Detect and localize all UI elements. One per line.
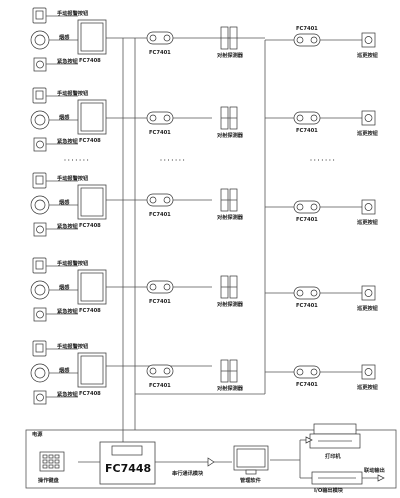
arrow-right-icon [377, 474, 385, 482]
left-group-2: 手动报警按钮 烟感 紧急按钮 FC7408 [30, 87, 107, 152]
fc7408-label: FC7408 [79, 138, 101, 144]
beam-detector-label: 对射探测器 [217, 131, 244, 139]
printer-device: 打印机 [305, 423, 361, 460]
smoke-label: 烟感 [59, 283, 70, 291]
fc7448-controller: FC7448 [99, 441, 156, 485]
keyboard-device: 操作键盘 [38, 451, 65, 484]
smoke-label: 烟感 [59, 198, 70, 206]
beam-detector-label: 对射探测器 [217, 384, 244, 392]
arrow-right-icon [305, 436, 313, 444]
left-group-4: 手动报警按钮 烟感 紧急按钮 FC7408 [30, 257, 107, 322]
serial-module-label: 串行通讯模块 [172, 469, 204, 477]
right-row-2: FC7401 巡更按钮 [293, 110, 379, 137]
left-group-1: 手动报警按钮 烟感 紧急按钮 FC7408 [30, 7, 107, 72]
right-row-5: FC7401 巡更按钮 [293, 364, 379, 391]
fc7401-label: FC7401 [149, 383, 171, 389]
fc7401-label: FC7401 [296, 217, 318, 223]
io-module-label: I/O输出模块 [314, 486, 344, 494]
fc7401-label: FC7401 [149, 212, 171, 218]
io-module: I/O输出模块 联动输出 [311, 466, 385, 494]
fc7408-label: FC7408 [79, 223, 101, 229]
fc7401-label: FC7401 [149, 299, 171, 305]
smoke-label: 烟感 [59, 33, 70, 41]
patrol-button-label: 巡更按钮 [357, 218, 379, 226]
patrol-button-label: 巡更按钮 [357, 304, 379, 312]
fc7401-label: FC7401 [149, 50, 171, 56]
fc7401-label: FC7401 [296, 303, 318, 309]
emergency-button-label: 紧急按钮 [57, 57, 79, 65]
fc7448-label: FC7448 [105, 462, 151, 475]
mgmt-software-label: 管理软件 [240, 476, 262, 484]
printer-label: 打印机 [325, 452, 341, 460]
mid-row-2: FC7401 对射探测器 [146, 106, 244, 139]
right-row-1: FC7401 巡更按钮 [293, 26, 379, 59]
keyboard-label: 操作键盘 [38, 476, 60, 484]
arrow-right-icon [207, 457, 215, 467]
patrol-button-label: 巡更按钮 [357, 51, 379, 59]
manual-button-label: 手动报警按钮 [57, 342, 89, 350]
mid-row-5: FC7401 对射探测器 [146, 359, 244, 392]
right-row-4: FC7401 巡更按钮 [293, 285, 379, 312]
beam-detector-label: 对射探测器 [217, 51, 244, 59]
fc7401-label: FC7401 [296, 128, 318, 134]
ellipsis-left: · · · · · · · [64, 158, 89, 164]
left-group-3: 手动报警按钮 烟感 紧急按钮 FC7408 [30, 172, 107, 237]
fc7408-label: FC7408 [79, 391, 101, 397]
beam-detector-label: 对射探测器 [217, 300, 244, 308]
emergency-button-label: 紧急按钮 [57, 222, 79, 230]
linkage-output-label: 联动输出 [364, 466, 385, 474]
smoke-label: 烟感 [59, 113, 70, 121]
ellipsis-right: · · · · · · · [310, 158, 335, 164]
power-label: 电源 [32, 430, 43, 438]
mid-row-1: FC7401 对射探测器 [146, 26, 244, 59]
left-group-5: 手动报警按钮 烟感 紧急按钮 FC7408 [30, 340, 107, 405]
fc7448-display [111, 445, 143, 456]
fc7408-label: FC7408 [79, 58, 101, 64]
fc7408-label: FC7408 [79, 308, 101, 314]
mid-row-3: FC7401 对射探测器 [146, 188, 244, 221]
manual-button-label: 手动报警按钮 [57, 9, 89, 17]
mid-row-4: FC7401 对射探测器 [146, 275, 244, 308]
printer-icon [313, 423, 357, 435]
manual-button-label: 手动报警按钮 [57, 174, 89, 182]
beam-detector-label: 对射探测器 [217, 213, 244, 221]
emergency-button-label: 紧急按钮 [57, 307, 79, 315]
fc7401-label: FC7401 [149, 130, 171, 136]
patrol-button-label: 巡更按钮 [357, 383, 379, 391]
fc7401-label: FC7401 [296, 26, 318, 32]
patrol-button-label: 巡更按钮 [357, 129, 379, 137]
fc7401-label: FC7401 [296, 382, 318, 388]
manual-button-label: 手动报警按钮 [57, 259, 89, 267]
emergency-button-label: 紧急按钮 [57, 137, 79, 145]
management-pc: 管理软件 [233, 445, 269, 484]
smoke-label: 烟感 [59, 366, 70, 374]
manual-button-label: 手动报警按钮 [57, 89, 89, 97]
right-row-3: FC7401 巡更按钮 [293, 199, 379, 226]
ellipsis-middle: · · · · · · · [160, 158, 185, 164]
serial-module: 串行通讯模块 [172, 457, 215, 477]
emergency-button-label: 紧急按钮 [57, 390, 79, 398]
